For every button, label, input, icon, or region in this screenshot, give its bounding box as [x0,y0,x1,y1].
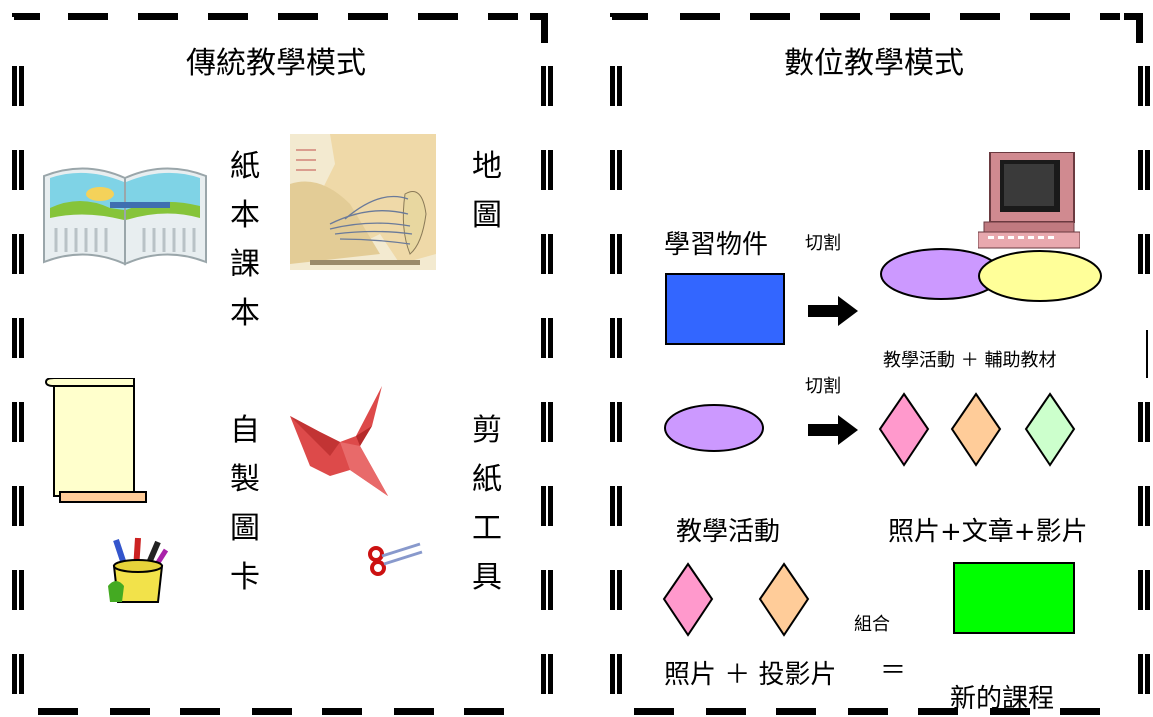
new-course-label: 新的課程 [950,684,1055,714]
homemade-card-label: 自 製 圖 卡 [230,413,260,595]
map-icon [290,134,436,270]
paper-cutting-tools-label: 剪 紙 工 具 [472,413,502,595]
paper-textbook-label: 紙 本 課 本 [230,149,260,331]
open-book-icon [43,167,207,266]
scissors-icon [368,542,423,576]
teaching-activity-label: 教學活動 [676,517,781,547]
cut-label-1: 切割 [805,233,841,254]
photo-plus-slides-label: 照片 ＋ 投影片 [664,660,837,690]
teaching-activity-ellipse [664,404,764,452]
left-panel-title: 傳統教學模式 [186,46,366,81]
two-diamonds [662,562,810,637]
paper-scroll-icon [44,378,147,503]
pencil-cup-icon [108,537,169,603]
learning-object-label: 學習物件 [664,230,769,260]
map-label: 地 圖 [472,149,502,233]
computer-icon [978,152,1080,249]
new-course-block [953,562,1075,634]
learning-object-block [665,273,785,345]
right-arrow-icon [808,296,858,326]
right-panel-title: 數位教學模式 [784,46,964,81]
teaching-plus-aids-label: 教學活動 ＋ 輔助教材 [883,350,1057,371]
cut-label-2: 切割 [805,376,841,397]
photo-text-video-label: 照片+文章+影片 [888,517,1088,547]
paper-crane-icon [290,386,388,496]
right-arrow-icon [808,415,858,445]
two-ellipses [880,248,1102,302]
equals-sign: ＝ [880,656,907,686]
three-diamonds [878,392,1076,467]
combine-label: 組合 [854,614,890,635]
